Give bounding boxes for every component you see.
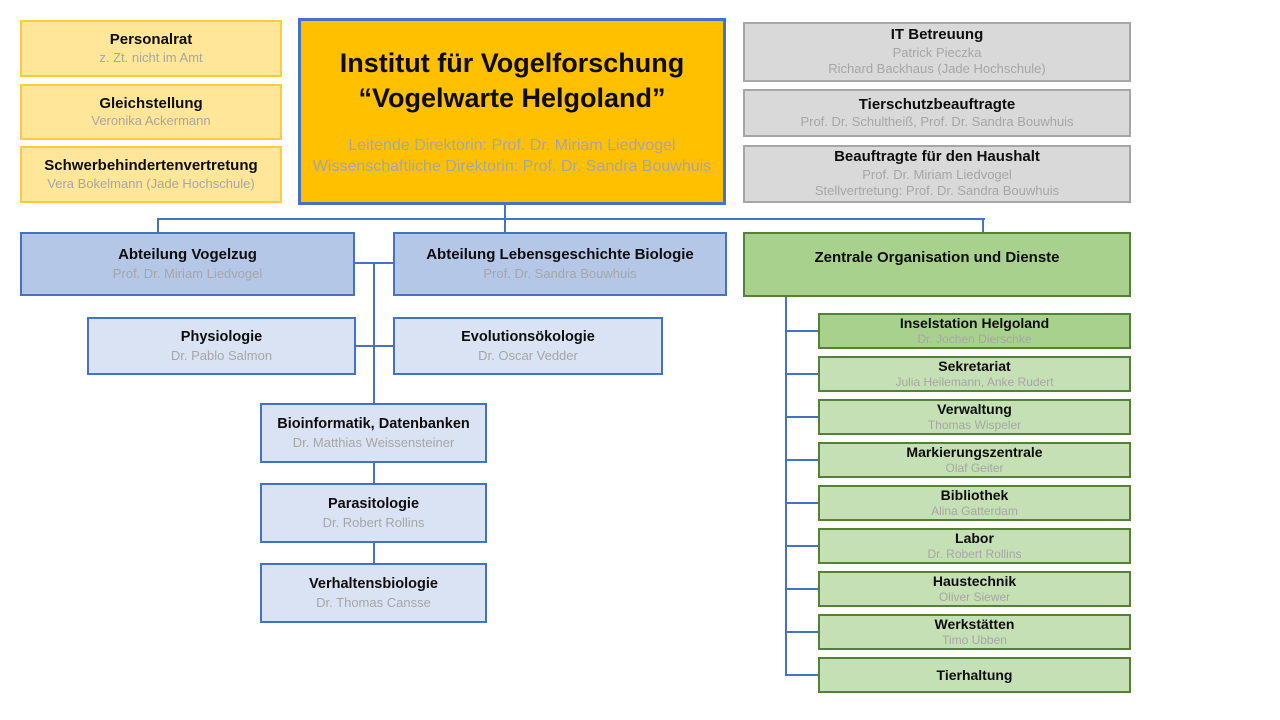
box-title: Tierhaltung (936, 666, 1013, 683)
box-bibliothek: Bibliothek Alina Gatterdam (818, 485, 1131, 521)
box-subtitle: Julia Heilemann, Anke Rudert (895, 375, 1054, 390)
box-evolutionsoekologie: Evolutionsökologie Dr. Oscar Vedder (393, 317, 663, 375)
connector-line (373, 541, 375, 565)
box-gleichstellung: Gleichstellung Veronika Ackermann (20, 84, 282, 140)
box-title: Abteilung Vogelzug (118, 245, 257, 263)
connector-line (785, 373, 819, 375)
box-subtitle: Dr. Pablo Salmon (170, 347, 273, 363)
box-title: Physiologie (180, 328, 263, 345)
box-sekretariat: Sekretariat Julia Heilemann, Anke Rudert (818, 356, 1131, 392)
box-title: Sekretariat (938, 358, 1011, 375)
box-subtitle: Dr. Robert Rollins (322, 514, 425, 530)
box-subtitle: Stellvertretung: Prof. Dr. Sandra Bouwhu… (814, 183, 1060, 199)
box-haustechnik: Haustechnik Oliver Siewer (818, 571, 1131, 607)
box-title: Bioinformatik, Datenbanken (277, 415, 470, 432)
box-title: Haustechnik (932, 573, 1017, 590)
connector-line (785, 588, 819, 590)
box-subtitle: Dr. Matthias Weissensteiner (292, 434, 455, 450)
institute-directors: Leitende Direktorin: Prof. Dr. Miriam Li… (313, 136, 711, 178)
connector-line (157, 218, 159, 232)
connector-line (785, 502, 819, 504)
connector-line (785, 674, 819, 676)
institute-director-line1: Leitende Direktorin: Prof. Dr. Miriam Li… (348, 136, 676, 154)
box-institute-header: Institut für Vogelforschung “Vogelwarte … (298, 18, 726, 205)
box-title: IT Betreuung (890, 26, 984, 44)
box-subtitle: Dr. Oscar Vedder (478, 347, 578, 363)
box-title: Verwaltung (937, 401, 1012, 418)
connector-line (356, 345, 393, 347)
box-werkstaetten: Werkstätten Timo Ubben (818, 614, 1131, 650)
box-subtitle: z. Zt. nicht im Amt (99, 49, 203, 65)
box-abteilung-vogelzug: Abteilung Vogelzug Prof. Dr. Miriam Lied… (20, 232, 355, 296)
box-verwaltung: Verwaltung Thomas Wispeler (818, 399, 1131, 435)
box-subtitle: Dr. Jochen Dierschke (917, 332, 1032, 347)
box-subtitle: Richard Backhaus (Jade Hochschule) (828, 61, 1046, 77)
box-personalrat: Personalrat z. Zt. nicht im Amt (20, 20, 282, 77)
box-subtitle: Dr. Thomas Cansse (316, 594, 431, 610)
connector-line (785, 545, 819, 547)
box-inselstation: Inselstation Helgoland Dr. Jochen Diersc… (818, 313, 1131, 349)
box-title: Tierschutzbeauftragte (858, 95, 1016, 113)
box-subtitle: Prof. Dr. Schultheiß, Prof. Dr. Sandra B… (800, 114, 1074, 130)
box-title: Abteilung Lebensgeschichte Biologie (426, 245, 694, 263)
box-verhaltensbiologie: Verhaltensbiologie Dr. Thomas Cansse (260, 563, 487, 623)
box-title: Evolutionsökologie (461, 328, 595, 345)
connector-line (504, 203, 506, 232)
institute-title-line2: “Vogelwarte Helgoland” (358, 82, 666, 113)
box-subtitle: Prof. Dr. Miriam Liedvogel (112, 266, 263, 282)
box-title: Personalrat (109, 31, 193, 48)
box-title: Verhaltensbiologie (309, 575, 438, 592)
connector-line (785, 459, 819, 461)
box-bioinformatik: Bioinformatik, Datenbanken Dr. Matthias … (260, 403, 487, 463)
connector-line (785, 631, 819, 633)
box-tierschutzbeauftragte: Tierschutzbeauftragte Prof. Dr. Schulthe… (743, 89, 1131, 137)
box-subtitle: Thomas Wispeler (927, 418, 1022, 433)
box-it-betreuung: IT Betreuung Patrick Pieczka Richard Bac… (743, 22, 1131, 82)
box-title: Werkstätten (934, 616, 1015, 633)
box-title: Parasitologie (327, 495, 420, 512)
box-subtitle: Vera Bokelmann (Jade Hochschule) (47, 175, 255, 191)
institute-title-line1: Institut für Vogelforschung (339, 47, 685, 78)
connector-line (158, 218, 985, 220)
box-tierhaltung: Tierhaltung (818, 657, 1131, 693)
box-subtitle: Patrick Pieczka (892, 45, 982, 61)
box-subtitle: Veronika Ackermann (91, 113, 211, 129)
box-physiologie: Physiologie Dr. Pablo Salmon (87, 317, 356, 375)
box-subtitle: Dr. Robert Rollins (927, 547, 1022, 562)
box-labor: Labor Dr. Robert Rollins (818, 528, 1131, 564)
box-subtitle: Olaf Geiter (945, 461, 1004, 476)
box-title: Labor (955, 530, 994, 547)
box-title: Markierungszentrale (906, 444, 1043, 461)
box-parasitologie: Parasitologie Dr. Robert Rollins (260, 483, 487, 543)
box-markierungszentrale: Markierungszentrale Olaf Geiter (818, 442, 1131, 478)
box-title: Gleichstellung (99, 94, 203, 112)
box-abteilung-lebensgeschichte: Abteilung Lebensgeschichte Biologie Prof… (393, 232, 727, 296)
box-subtitle: Oliver Siewer (938, 590, 1011, 605)
institute-title: Institut für Vogelforschung “Vogelwarte … (340, 46, 684, 116)
box-subtitle: Timo Ubben (942, 633, 1007, 648)
box-title: Zentrale Organisation und Dienste (814, 249, 1060, 266)
connector-line (982, 218, 984, 232)
box-schwerbehindertenvertretung: Schwerbehindertenvertretung Vera Bokelma… (20, 146, 282, 203)
connector-line (373, 262, 375, 404)
box-zentrale-organisation: Zentrale Organisation und Dienste (743, 232, 1131, 297)
connector-line (785, 296, 787, 676)
box-beauftragte-haushalt: Beauftragte für den Haushalt Prof. Dr. M… (743, 145, 1131, 203)
connector-line (785, 330, 819, 332)
box-title: Beauftragte für den Haushalt (834, 148, 1040, 166)
box-title: Bibliothek (940, 487, 1009, 504)
box-title: Schwerbehindertenvertretung (44, 157, 258, 174)
connector-line (785, 416, 819, 418)
institute-director-line2: Wissenschaftliche Direktorin: Prof. Dr. … (312, 157, 712, 175)
connector-line (373, 461, 375, 485)
box-subtitle: Prof. Dr. Sandra Bouwhuis (483, 266, 637, 282)
box-subtitle: Prof. Dr. Miriam Liedvogel (862, 167, 1012, 183)
box-subtitle: Alina Gatterdam (931, 504, 1018, 519)
box-title: Inselstation Helgoland (899, 315, 1050, 332)
